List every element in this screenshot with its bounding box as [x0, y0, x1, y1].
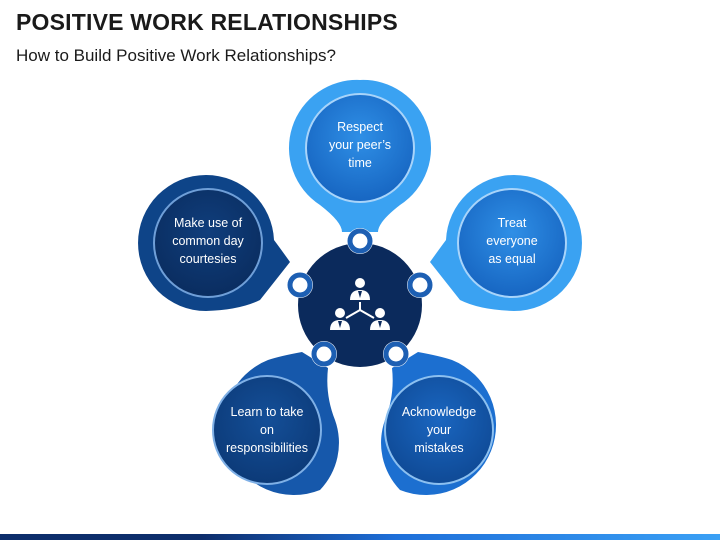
team-hierarchy-icon — [330, 278, 390, 330]
petal-treat-equal: Treat everyone as equal — [430, 174, 582, 311]
connector-ring-right — [407, 272, 433, 298]
connector-ring-bottom-right — [383, 341, 409, 367]
petal-respect-peers-time: Respect your peer’s time — [288, 79, 432, 232]
petal-respect-line-2: your peer’s — [329, 138, 391, 152]
petal-treat-line-1: Treat — [498, 216, 527, 230]
petal-respect-line-3: time — [348, 156, 372, 170]
petal-acknowledge-mistakes: Acknowledge your mistakes — [381, 352, 497, 496]
petal-acknowledge-line-2: your — [427, 423, 451, 437]
petal-acknowledge-line-1: Acknowledge — [402, 405, 476, 419]
petal-treat-line-2: everyone — [486, 234, 537, 248]
petal-learn-responsibilities: Learn to take on responsibilities — [212, 352, 339, 496]
connector-ring-top — [347, 228, 373, 254]
petal-courtesies-line-1: Make use of — [174, 216, 243, 230]
petal-acknowledge-line-3: mistakes — [414, 441, 463, 455]
petal-learn-line-1: Learn to take — [231, 405, 304, 419]
bottom-accent-bar — [0, 534, 720, 540]
petal-courtesies-line-3: courtesies — [180, 252, 237, 266]
petal-courtesies-line-2: common day — [172, 234, 244, 248]
petal-respect-line-1: Respect — [337, 120, 383, 134]
petal-learn-line-2: on — [260, 423, 274, 437]
petal-common-courtesies: Make use of common day courtesies — [138, 174, 290, 311]
connector-ring-left — [287, 272, 313, 298]
petal-learn-line-3: responsibilities — [226, 441, 308, 455]
connector-ring-bottom-left — [311, 341, 337, 367]
page-title: POSITIVE WORK RELATIONSHIPS — [16, 9, 398, 35]
petal-treat-line-3: as equal — [488, 252, 535, 266]
page-subtitle: How to Build Positive Work Relationships… — [16, 46, 336, 65]
